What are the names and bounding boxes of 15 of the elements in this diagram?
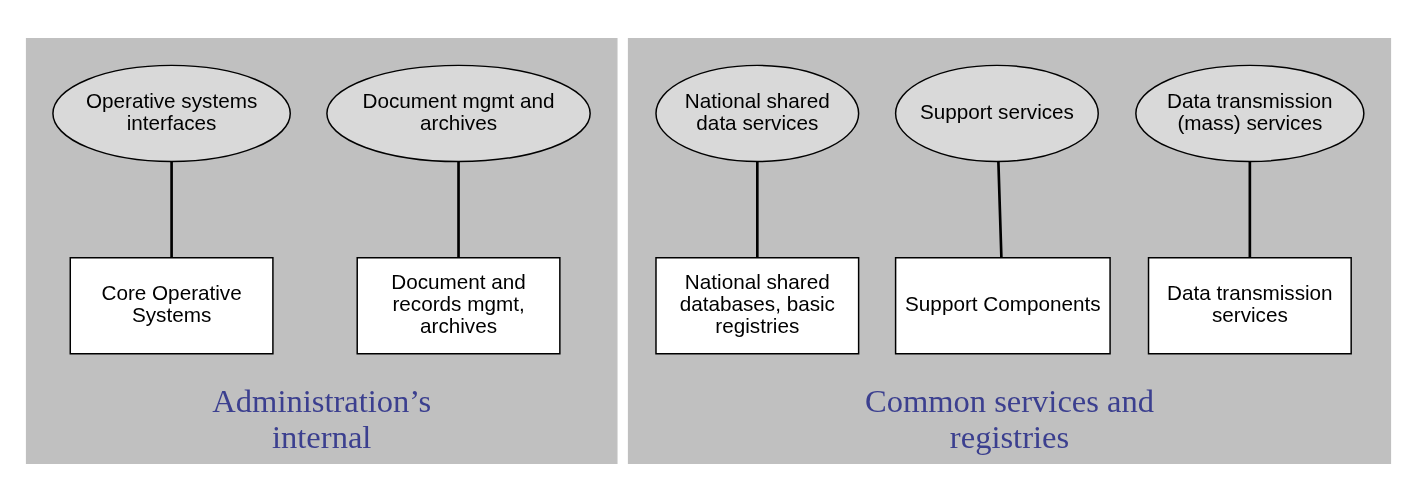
- connector: [1248, 161, 1252, 257]
- node-ellipse: Document mgmt and archives: [326, 64, 591, 162]
- node-box: National shared databases, basic registries: [655, 256, 860, 355]
- connector: [170, 161, 173, 257]
- node-ellipse: National shared data services: [655, 64, 860, 162]
- node-ellipse: Operative systems interfaces: [52, 64, 291, 162]
- node-box: Support Components: [894, 256, 1111, 355]
- node-box: Document and records mgmt, archives: [356, 256, 561, 355]
- connector: [755, 161, 759, 257]
- node-ellipse: Data transmission (mass) services: [1135, 64, 1365, 162]
- connector: [457, 161, 460, 257]
- node-ellipse: Support services: [894, 64, 1099, 162]
- node-box: Core Operative Systems: [69, 256, 274, 355]
- connector: [997, 161, 1003, 257]
- node-box: Data transmission services: [1147, 256, 1352, 355]
